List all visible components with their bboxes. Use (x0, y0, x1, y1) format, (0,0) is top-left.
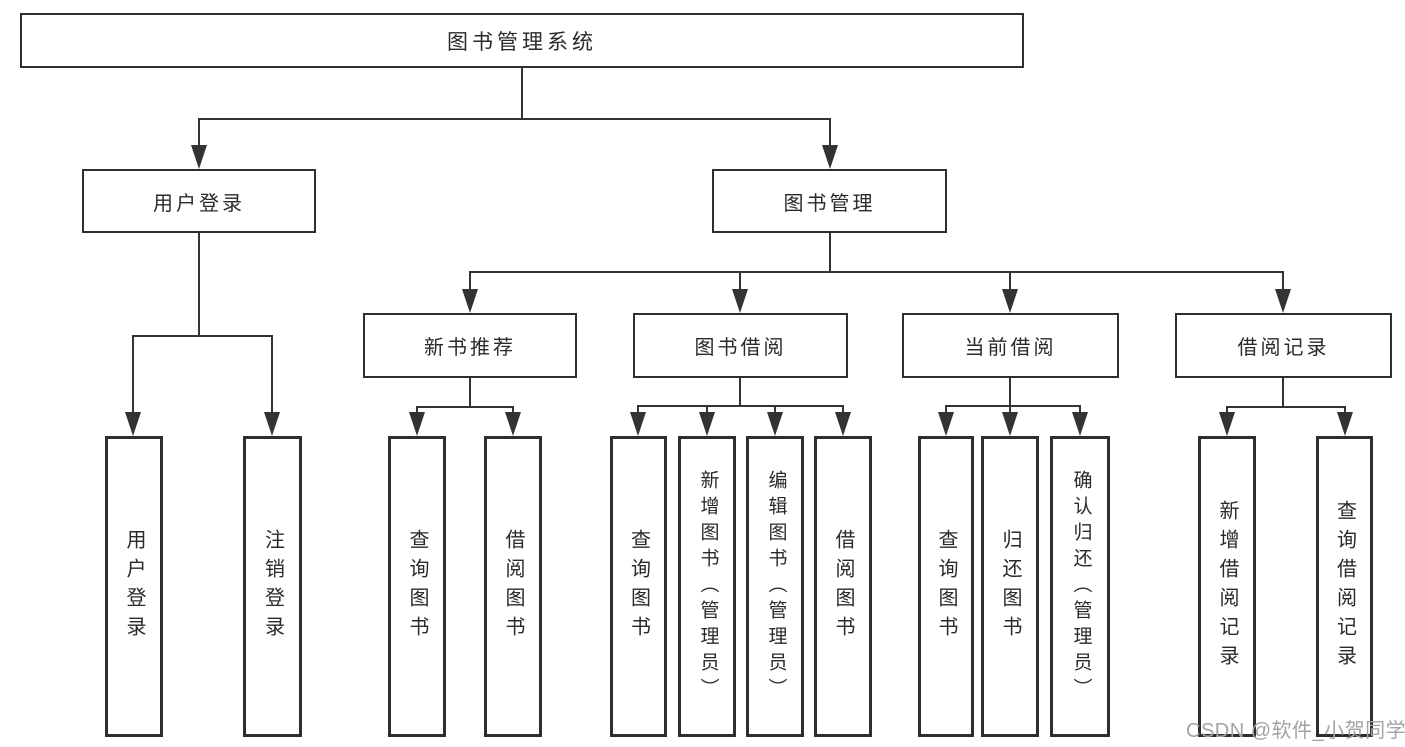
watermark: CSDN @软件_小贺同学 (1186, 720, 1405, 742)
leaf-return-books: 归还图书 (981, 436, 1039, 737)
leaf-label: 新增借阅记录 (1216, 499, 1238, 674)
connector-current-borrow-to-leaves (938, 378, 1088, 436)
node-label: 图书管理 (783, 192, 876, 215)
connector-borrow-records-to-leaves (1219, 378, 1353, 436)
leaf-add-borrow-record: 新增借阅记录 (1198, 436, 1256, 737)
leaf-query-books-current: 查询图书 (918, 436, 974, 737)
leaf-label: 借阅图书 (832, 528, 854, 645)
node-new-book-recommend: 新书推荐 (363, 313, 577, 378)
connector-book-management-to-level3 (462, 233, 1291, 313)
node-book-borrow: 图书借阅 (633, 313, 848, 378)
connector-new-book-recommend-to-leaves (409, 378, 521, 436)
leaf-label: 查询图书 (935, 528, 957, 645)
leaf-borrow-books: 借阅图书 (814, 436, 872, 737)
leaf-label: 新增图书（管理员） (697, 469, 719, 704)
leaf-confirm-return-admin: 确认归还（管理员） (1050, 436, 1110, 737)
node-root-system: 图书管理系统 (20, 13, 1024, 68)
connector-book-borrow-to-leaves (630, 378, 851, 436)
node-label: 当前借阅 (964, 337, 1057, 359)
node-label: 图书借阅 (694, 337, 787, 359)
leaf-label: 用户登录 (123, 528, 145, 645)
leaf-query-books-recommend: 查询图书 (388, 436, 446, 737)
leaf-user-login: 用户登录 (105, 436, 163, 737)
leaf-label: 编辑图书（管理员） (765, 469, 787, 704)
node-label: 图书管理系统 (447, 30, 597, 54)
leaf-label: 查询图书 (627, 528, 650, 645)
leaf-label: 借阅图书 (502, 528, 524, 645)
connector-user-login-to-leaves (125, 233, 280, 436)
node-book-management-branch: 图书管理 (712, 169, 947, 233)
leaf-label: 确认归还（管理员） (1070, 469, 1092, 704)
node-user-login-branch: 用户登录 (82, 169, 316, 233)
connector-root-to-level2 (191, 68, 838, 169)
leaf-add-book-admin: 新增图书（管理员） (678, 436, 736, 737)
leaf-label: 注销登录 (261, 528, 284, 645)
leaf-logout: 注销登录 (243, 436, 302, 737)
node-label: 用户登录 (153, 192, 245, 215)
leaf-label: 查询图书 (406, 528, 428, 645)
leaf-borrow-books-recommend: 借阅图书 (484, 436, 542, 737)
leaf-query-books-borrow: 查询图书 (610, 436, 667, 737)
node-label: 新书推荐 (424, 337, 516, 359)
leaf-edit-book-admin: 编辑图书（管理员） (746, 436, 804, 737)
node-label: 借阅记录 (1237, 337, 1330, 359)
leaf-query-borrow-record: 查询借阅记录 (1316, 436, 1373, 737)
leaf-label: 查询借阅记录 (1333, 499, 1356, 674)
leaf-label: 归还图书 (999, 528, 1021, 645)
node-current-borrow: 当前借阅 (902, 313, 1119, 378)
node-borrow-records: 借阅记录 (1175, 313, 1392, 378)
